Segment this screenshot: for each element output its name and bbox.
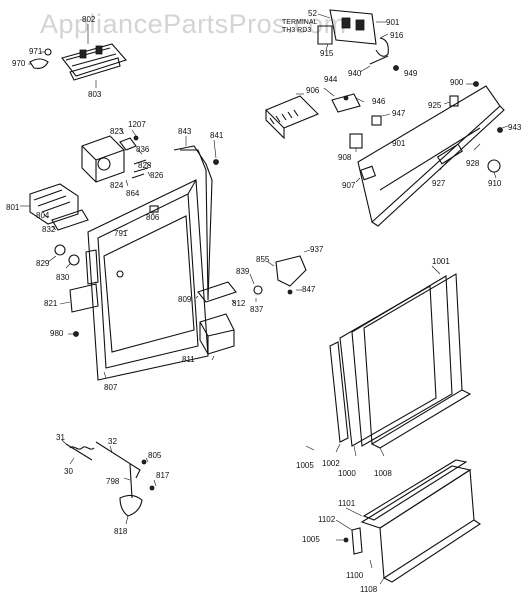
- label-1008: 1008: [374, 469, 392, 478]
- label-928: 928: [466, 159, 480, 168]
- label-1101: 1101: [338, 499, 356, 508]
- label-805: 805: [148, 451, 162, 460]
- label-821: 821: [44, 299, 58, 308]
- label-806: 806: [146, 213, 160, 222]
- label-947: 947: [392, 109, 406, 118]
- label-1207: 1207: [128, 120, 146, 129]
- label-798: 798: [106, 477, 120, 486]
- label-971: 971: [29, 47, 43, 56]
- label-832: 832: [42, 225, 56, 234]
- label-824: 824: [110, 181, 124, 190]
- knob-910: [487, 159, 501, 173]
- label-901-top: 901: [386, 18, 400, 27]
- label-1002: 1002: [322, 459, 340, 468]
- label-1000: 1000: [338, 469, 356, 478]
- label-830: 830: [56, 273, 70, 282]
- label-802: 802: [82, 15, 96, 24]
- label-907: 907: [342, 181, 356, 190]
- label-1108: 1108: [360, 585, 378, 594]
- handle-latch-group: [195, 249, 311, 361]
- screw-980: [68, 331, 79, 337]
- label-901-panel: 901: [392, 139, 406, 148]
- label-946: 946: [372, 97, 386, 106]
- terminal-label-line2: TH3 RD3: [282, 27, 311, 34]
- label-1001: 1001: [432, 257, 450, 266]
- label-980: 980: [50, 329, 64, 338]
- label-52: 52: [308, 9, 317, 18]
- hinge-spring-group: [61, 439, 157, 525]
- label-1005-upper: 1005: [296, 461, 314, 470]
- terminal-label-line1: TERMINAL: [282, 19, 318, 26]
- label-900: 900: [450, 78, 464, 87]
- label-864: 864: [126, 189, 140, 198]
- detergent-cup-group: [20, 183, 89, 231]
- label-809: 809: [178, 295, 192, 304]
- label-916: 916: [390, 31, 404, 40]
- label-801: 801: [6, 203, 20, 212]
- terminal-switch-group: [317, 9, 399, 73]
- timer-block: [265, 87, 391, 183]
- label-823: 823: [110, 127, 124, 136]
- label-828: 828: [138, 161, 152, 170]
- label-804: 804: [36, 211, 50, 220]
- label-925: 925: [428, 101, 442, 110]
- label-811: 811: [182, 355, 195, 364]
- label-817: 817: [156, 471, 170, 480]
- label-915: 915: [320, 49, 334, 58]
- label-843: 843: [178, 127, 192, 136]
- label-940: 940: [348, 69, 362, 78]
- latch-assembly: [28, 24, 127, 88]
- label-855: 855: [256, 255, 270, 264]
- label-30: 30: [64, 467, 73, 476]
- label-841: 841: [210, 131, 224, 140]
- label-812: 812: [232, 299, 246, 308]
- plug-part-970: [29, 58, 49, 69]
- label-944: 944: [324, 75, 338, 84]
- label-1102: 1102: [318, 515, 336, 524]
- door-panel-assembly: [305, 265, 472, 457]
- kick-panel-assembly: [335, 459, 481, 585]
- watermark-text: AppliancePartsPros.com: [40, 9, 347, 39]
- label-829: 829: [36, 259, 50, 268]
- label-847: 847: [302, 285, 316, 294]
- label-807: 807: [104, 383, 118, 392]
- label-949: 949: [404, 69, 418, 78]
- label-970: 970: [12, 59, 26, 68]
- label-1100: 1100: [346, 571, 364, 580]
- dispenser-group: [81, 127, 151, 187]
- inner-door-frame: [59, 179, 209, 381]
- label-937: 937: [310, 245, 324, 254]
- label-31: 31: [56, 433, 65, 442]
- label-803: 803: [88, 90, 102, 99]
- label-943: 943: [508, 123, 522, 132]
- gasket-843: [173, 136, 219, 301]
- label-791: 791: [114, 229, 128, 238]
- label-908: 908: [338, 153, 352, 162]
- rinse-aid-cap: [47, 244, 80, 269]
- label-818: 818: [114, 527, 128, 536]
- label-826: 826: [150, 171, 164, 180]
- control-panel-901: [357, 81, 509, 227]
- label-836: 836: [136, 145, 150, 154]
- label-906: 906: [306, 86, 320, 95]
- label-910: 910: [488, 179, 502, 188]
- label-839: 839: [236, 267, 250, 276]
- label-927: 927: [432, 179, 446, 188]
- label-32: 32: [108, 437, 117, 446]
- label-837: 837: [250, 305, 264, 314]
- label-1005-lower: 1005: [302, 535, 320, 544]
